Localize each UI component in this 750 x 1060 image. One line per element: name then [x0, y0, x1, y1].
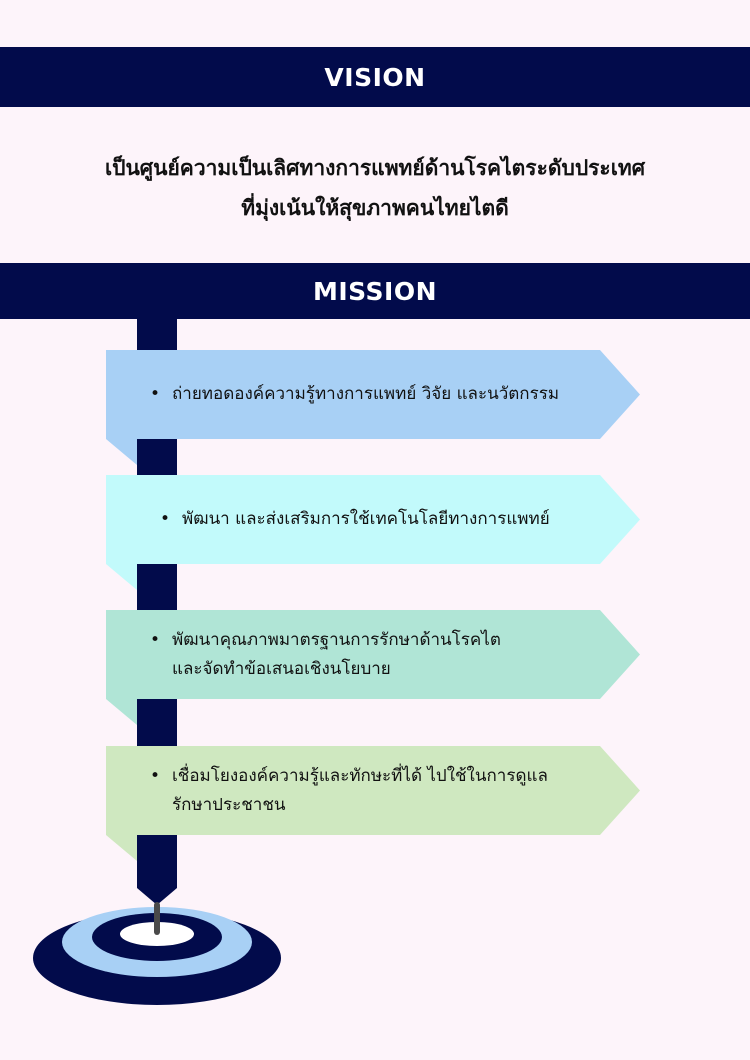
mission-title: MISSION [312, 276, 438, 306]
mission-header: MISSION [0, 263, 750, 319]
mission-item: • เชื่อมโยงองค์ความรู้และทักษะที่ได้ ไปใช… [150, 762, 620, 820]
bullet: • [150, 765, 161, 786]
bullet: • [150, 384, 161, 404]
banner-fold [106, 564, 137, 590]
target-icon [33, 907, 281, 1005]
mission-item: • พัฒนาคุณภาพมาตรฐานการรักษาด้านโรคไต และ… [150, 626, 620, 684]
mission-banner [106, 610, 640, 699]
mission-banner [106, 350, 640, 439]
mission-banner [106, 746, 640, 835]
bullet: • [150, 629, 161, 650]
vision-statement: เป็นศูนย์ความเป็นเลิศทางการแพทย์ด้านโรคไ… [104, 156, 646, 220]
mission-item: • ถ่ายทอดองค์ความรู้ทางการแพทย์ วิจัย และ… [150, 380, 620, 409]
bullet: • [160, 509, 171, 529]
mission-item-text: ถ่ายทอดองค์ความรู้ทางการแพทย์ วิจัย และน… [172, 384, 560, 404]
mission-item-text: เชื่อมโยงองค์ความรู้และทักษะที่ได้ ไปใช้… [172, 765, 548, 815]
banner-fold [106, 835, 137, 861]
mission-banner [106, 475, 640, 564]
banner-fold [106, 439, 137, 465]
vision-title: VISION [324, 62, 426, 92]
banner-fold [106, 699, 137, 725]
vision-header: VISION [0, 47, 750, 107]
mission-item-text: พัฒนา และส่งเสริมการใช้เทคโนโลยีทางการแพ… [182, 509, 550, 529]
mission-item-text: พัฒนาคุณภาพมาตรฐานการรักษาด้านโรคไต และจ… [172, 629, 501, 679]
mission-item: • พัฒนา และส่งเสริมการใช้เทคโนโลยีทางการแ… [160, 505, 630, 534]
